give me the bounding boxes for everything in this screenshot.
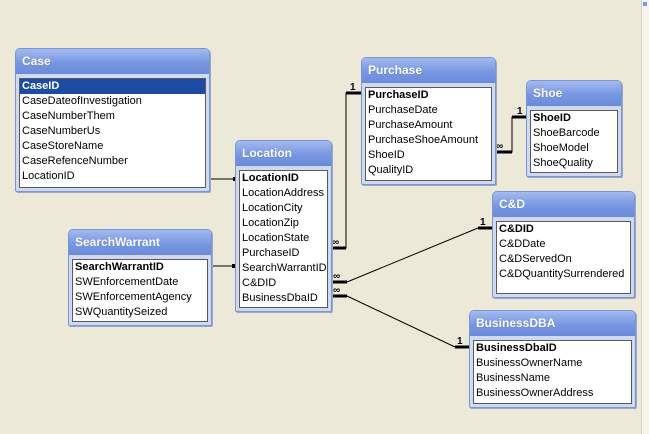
field-purchaseshoeamount[interactable]: PurchaseShoeAmount <box>368 134 479 146</box>
field-casestorename[interactable]: CaseStoreName <box>22 140 104 152</box>
field-businessname[interactable]: BusinessName <box>476 372 550 384</box>
table-purchase-fields[interactable]: PurchaseID PurchaseDate PurchaseAmount P… <box>365 87 492 181</box>
field-businessownername[interactable]: BusinessOwnerName <box>476 357 583 369</box>
table-location-title[interactable]: Location <box>236 141 331 166</box>
table-businessdba[interactable]: BusinessDBA BusinessDbaID BusinessOwnerN… <box>469 310 636 408</box>
field-location-businessdbaid[interactable]: BusinessDbaID <box>242 292 318 304</box>
field-cdservedon[interactable]: C&DServedOn <box>499 253 572 265</box>
field-caserefencenumber[interactable]: CaseRefenceNumber <box>22 155 128 167</box>
field-searchwarrantid[interactable]: SearchWarrantID <box>75 261 164 273</box>
table-searchwarrant[interactable]: SearchWarrant SearchWarrantID SWEnforcem… <box>68 229 212 326</box>
field-purchase-shoeid[interactable]: ShoeID <box>368 149 405 161</box>
field-purchaseid[interactable]: PurchaseID <box>368 89 429 101</box>
card-one-cd: 1 <box>480 217 486 228</box>
field-locationid[interactable]: LocationID <box>242 172 299 184</box>
field-purchaseamount[interactable]: PurchaseAmount <box>368 119 453 131</box>
field-shoequality[interactable]: ShoeQuality <box>533 157 593 169</box>
rel-location-businessdba <box>346 295 456 348</box>
table-location-fields[interactable]: LocationID LocationAddress LocationCity … <box>239 170 328 308</box>
table-case-title[interactable]: Case <box>16 49 209 74</box>
table-businessdba-title[interactable]: BusinessDBA <box>470 311 635 336</box>
rel-location-cd <box>346 227 479 283</box>
field-caseid[interactable]: CaseID <box>20 79 205 94</box>
card-one-shoe: 1 <box>517 106 523 117</box>
card-one-purchase: 1 <box>350 82 356 93</box>
field-shoeid[interactable]: ShoeID <box>533 112 571 124</box>
field-qualityid[interactable]: QualityID <box>368 164 414 176</box>
table-shoe[interactable]: Shoe ShoeID ShoeBarcode ShoeModel ShoeQu… <box>526 80 622 177</box>
field-cdquantitysurrendered[interactable]: C&DQuantitySurrendered <box>499 268 625 280</box>
field-swenforcementagency[interactable]: SWEnforcementAgency <box>75 291 192 303</box>
table-businessdba-fields[interactable]: BusinessDbaID BusinessOwnerName Business… <box>473 340 632 404</box>
field-swenforcementdate[interactable]: SWEnforcementDate <box>75 276 179 288</box>
field-location-purchaseid[interactable]: PurchaseID <box>242 247 300 259</box>
field-location-cdid[interactable]: C&DID <box>242 277 277 289</box>
field-locationcity[interactable]: LocationCity <box>242 202 303 214</box>
field-purchasedate[interactable]: PurchaseDate <box>368 104 438 116</box>
field-casedateofinvestigation[interactable]: CaseDateofInvestigation <box>22 95 142 107</box>
table-location[interactable]: Location LocationID LocationAddress Loca… <box>235 140 332 312</box>
scrollbar-strip[interactable] <box>641 0 649 434</box>
table-purchase[interactable]: Purchase PurchaseID PurchaseDate Purchas… <box>361 57 496 185</box>
card-one-businessdba: 1 <box>457 336 463 347</box>
field-cdid[interactable]: C&DID <box>499 223 534 235</box>
field-shoebarcode[interactable]: ShoeBarcode <box>533 127 600 139</box>
rel-location-purchase <box>332 92 363 249</box>
card-many-shoeid: ∞ <box>496 141 503 152</box>
table-cd-fields[interactable]: C&DID C&DDate C&DServedOn C&DQuantitySur… <box>496 221 631 294</box>
card-many-businessdbaid: ∞ <box>333 285 340 296</box>
table-shoe-fields[interactable]: ShoeID ShoeBarcode ShoeModel ShoeQuality <box>530 110 618 173</box>
table-case-fields[interactable]: CaseID CaseDateofInvestigation CaseNumbe… <box>19 78 206 188</box>
table-searchwarrant-title[interactable]: SearchWarrant <box>69 230 211 255</box>
field-cddate[interactable]: C&DDate <box>499 238 546 250</box>
table-purchase-title[interactable]: Purchase <box>362 58 495 83</box>
field-businessdbaid[interactable]: BusinessDbaID <box>476 342 557 354</box>
table-cd-title[interactable]: C&D <box>493 192 634 217</box>
field-businessowneraddress[interactable]: BusinessOwnerAddress <box>476 387 594 399</box>
field-casenumberthem[interactable]: CaseNumberThem <box>22 110 115 122</box>
table-shoe-title[interactable]: Shoe <box>527 81 621 106</box>
field-locationstate[interactable]: LocationState <box>242 232 310 244</box>
field-locationaddress[interactable]: LocationAddress <box>242 187 324 199</box>
field-swquantityseized[interactable]: SWQuantitySeized <box>75 306 168 318</box>
table-cd[interactable]: C&D C&DID C&DDate C&DServedOn C&DQuantit… <box>492 191 635 298</box>
field-locationzip[interactable]: LocationZip <box>242 217 299 229</box>
field-case-locationid[interactable]: LocationID <box>22 170 75 182</box>
scroll-indicator <box>643 2 647 6</box>
card-many-cdid: ∞ <box>333 271 340 282</box>
field-shoemodel[interactable]: ShoeModel <box>533 142 589 154</box>
table-case[interactable]: Case CaseID CaseDateofInvestigation Case… <box>15 48 210 192</box>
card-many-purchaseid: ∞ <box>332 237 339 248</box>
field-casenumberus[interactable]: CaseNumberUs <box>22 125 101 137</box>
field-location-searchwarrantid[interactable]: SearchWarrantID <box>242 262 327 274</box>
table-searchwarrant-fields[interactable]: SearchWarrantID SWEnforcementDate SWEnfo… <box>72 259 208 322</box>
